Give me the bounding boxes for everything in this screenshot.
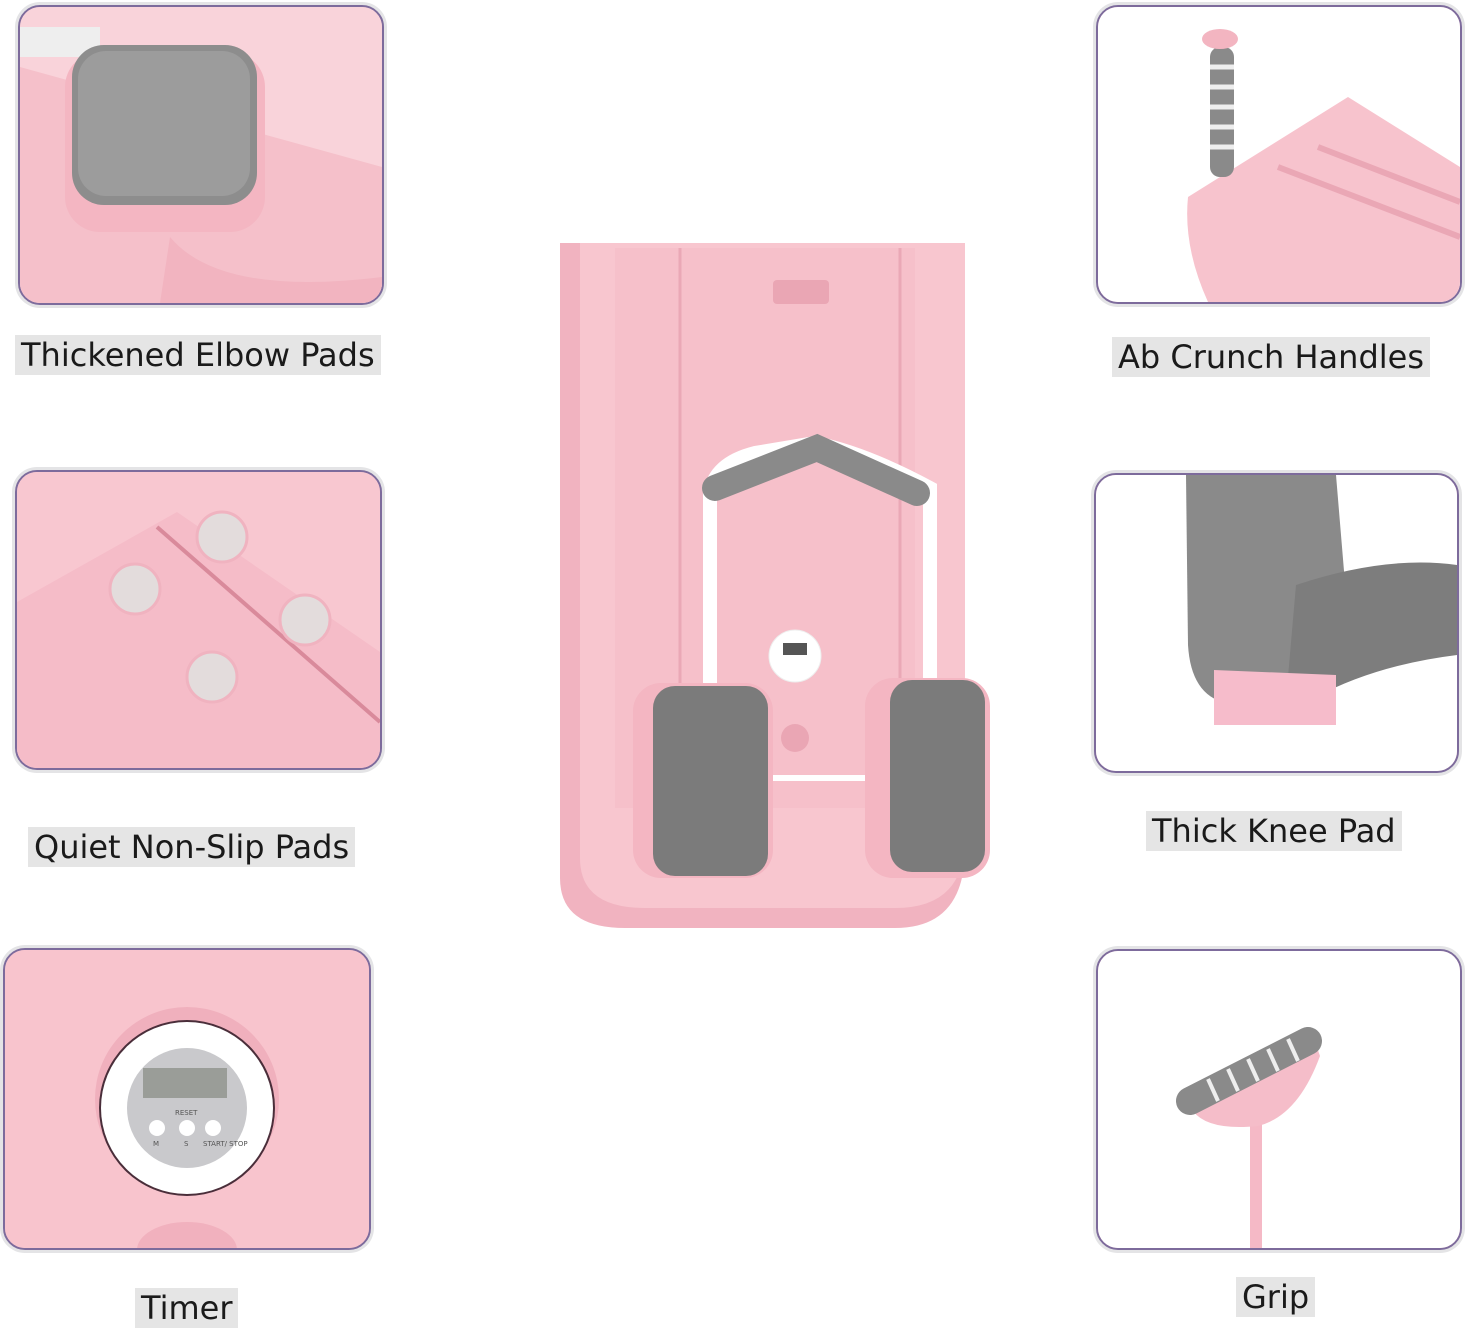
- timer-image: RESET M S START/ STOP: [5, 950, 369, 1248]
- feature-panel-knee-pad: [1094, 473, 1459, 773]
- non-slip-pads-image: [17, 472, 380, 768]
- feature-panel-grip: [1096, 949, 1462, 1250]
- feature-panel-non-slip-pads: [15, 470, 382, 770]
- feature-panel-elbow-pads: [18, 5, 384, 305]
- knee-pad-image: [1096, 475, 1457, 771]
- feature-panel-timer: RESET M S START/ STOP: [3, 948, 371, 1250]
- grip-image: [1098, 951, 1460, 1248]
- feature-label-non-slip-pads: Quiet Non-Slip Pads: [28, 827, 356, 867]
- feature-panel-ab-crunch-handles: [1096, 5, 1462, 304]
- feature-label-elbow-pads: Thickened Elbow Pads: [15, 335, 381, 375]
- timer-reset-text: RESET: [175, 1109, 198, 1117]
- product-image-sit-up-board: [555, 238, 990, 933]
- handles-image: [1098, 7, 1460, 302]
- timer-s-text: S: [184, 1140, 189, 1148]
- timer-m-text: M: [153, 1140, 159, 1148]
- feature-label-ab-crunch-handles: Ab Crunch Handles: [1112, 337, 1430, 377]
- feature-label-timer: Timer: [135, 1288, 239, 1328]
- feature-label-grip: Grip: [1236, 1277, 1316, 1317]
- elbow-pad-image: [20, 7, 382, 303]
- timer-start-stop-text: START/ STOP: [203, 1140, 248, 1148]
- feature-label-knee-pad: Thick Knee Pad: [1146, 811, 1402, 851]
